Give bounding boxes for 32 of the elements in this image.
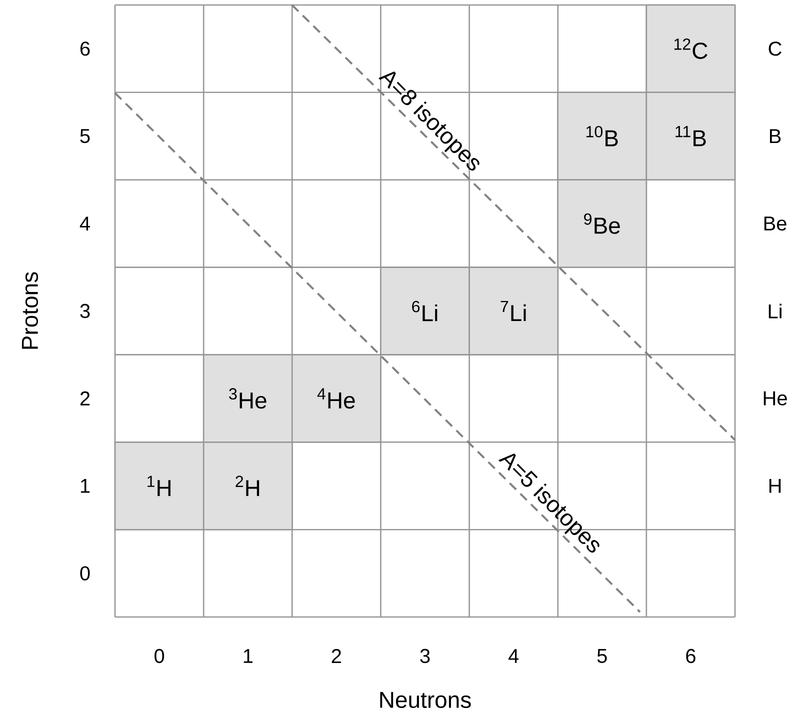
tick-label: 0 <box>154 648 164 664</box>
tick-label: 2 <box>332 649 341 663</box>
nuclide-cell: $^{12}$C <box>646 4 736 94</box>
element-symbol: Li <box>768 304 782 318</box>
tick-label: 1 <box>80 479 90 493</box>
nuclide-cell: $^{1}$H <box>114 442 204 530</box>
axis-title: Protons <box>22 272 38 349</box>
element-symbol: He <box>764 391 787 406</box>
nuclide-cell: $^{4}$He <box>291 354 382 443</box>
nuclide-cell: $^{9}$Be <box>557 179 648 268</box>
nuclide-cell: $^{10}$B <box>557 92 648 180</box>
axis-title: Neutrons <box>380 692 471 708</box>
tick-label: 3 <box>420 648 430 664</box>
tick-label: 6 <box>80 42 90 56</box>
element-symbol: B <box>770 129 781 143</box>
tick-label: 5 <box>597 649 607 663</box>
element-symbol: H <box>769 479 781 493</box>
element-symbol: C <box>768 42 782 56</box>
nuclide-cell: $^{2}$H <box>202 442 293 530</box>
tick-label: 4 <box>80 216 90 230</box>
nuclide-cell: $^{6}$Li <box>380 266 470 356</box>
tick-label: 0 <box>80 566 90 580</box>
tick-label: 3 <box>80 304 90 318</box>
tick-label: 1 <box>244 649 252 663</box>
tick-label: 4 <box>508 649 519 663</box>
nuclide-cell: $^{11}$B <box>646 92 736 180</box>
nuclide-cell: $^{3}$He <box>202 354 293 443</box>
tick-label: 6 <box>686 648 696 664</box>
element-symbol: Be <box>764 216 786 231</box>
tick-label: 2 <box>80 391 90 406</box>
tick-label: 5 <box>80 129 90 144</box>
nuclide-cell: $^{7}$Li <box>468 266 559 356</box>
